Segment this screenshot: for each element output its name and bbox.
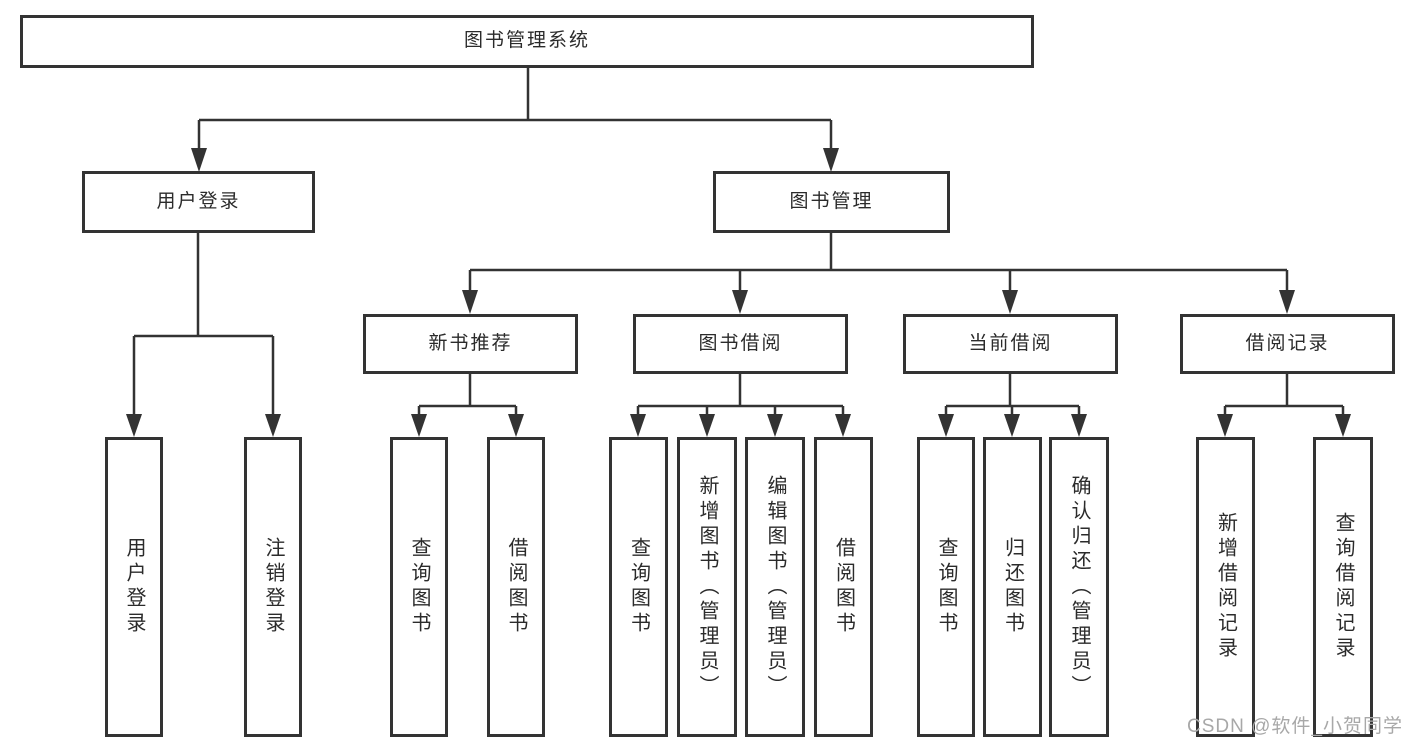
leaf-add-borrow-record: 新增借阅记录 xyxy=(1196,437,1255,737)
edge-book-management-to-level3 xyxy=(462,233,1295,314)
leaf-confirm-return-admin: 确认归还（管理员） xyxy=(1049,437,1109,737)
node-book-management: 图书管理 xyxy=(713,171,950,233)
leaf-user-login: 用户登录 xyxy=(105,437,163,737)
leaf-borrow-books-newrec: 借阅图书 xyxy=(487,437,545,737)
leaf-add-book-admin: 新增图书（管理员） xyxy=(677,437,737,737)
leaf-borrow-books-borrow: 借阅图书 xyxy=(814,437,873,737)
csdn-watermark: CSDN @软件_小贺同学 xyxy=(1187,716,1403,737)
edge-new-book-recommend-to-leaves xyxy=(411,374,524,437)
node-new-book-recommend: 新书推荐 xyxy=(363,314,578,374)
leaf-query-books-newrec: 查询图书 xyxy=(390,437,448,737)
leaf-query-borrow-record: 查询借阅记录 xyxy=(1313,437,1373,737)
leaf-logout: 注销登录 xyxy=(244,437,302,737)
edge-root-to-level2 xyxy=(191,68,839,172)
node-book-borrow: 图书借阅 xyxy=(633,314,848,374)
node-borrow-records: 借阅记录 xyxy=(1180,314,1395,374)
edge-user-login-to-leaves xyxy=(126,233,281,437)
edge-current-borrow-to-leaves xyxy=(938,374,1087,437)
edge-borrow-records-to-leaves xyxy=(1217,374,1351,437)
leaf-edit-book-admin: 编辑图书（管理员） xyxy=(745,437,805,737)
node-root: 图书管理系统 xyxy=(20,15,1034,68)
node-user-login: 用户登录 xyxy=(82,171,315,233)
edge-book-borrow-to-leaves xyxy=(630,374,851,437)
leaf-return-books: 归还图书 xyxy=(983,437,1042,737)
leaf-query-books-borrow: 查询图书 xyxy=(609,437,668,737)
leaf-query-books-current: 查询图书 xyxy=(917,437,975,737)
node-current-borrow: 当前借阅 xyxy=(903,314,1118,374)
